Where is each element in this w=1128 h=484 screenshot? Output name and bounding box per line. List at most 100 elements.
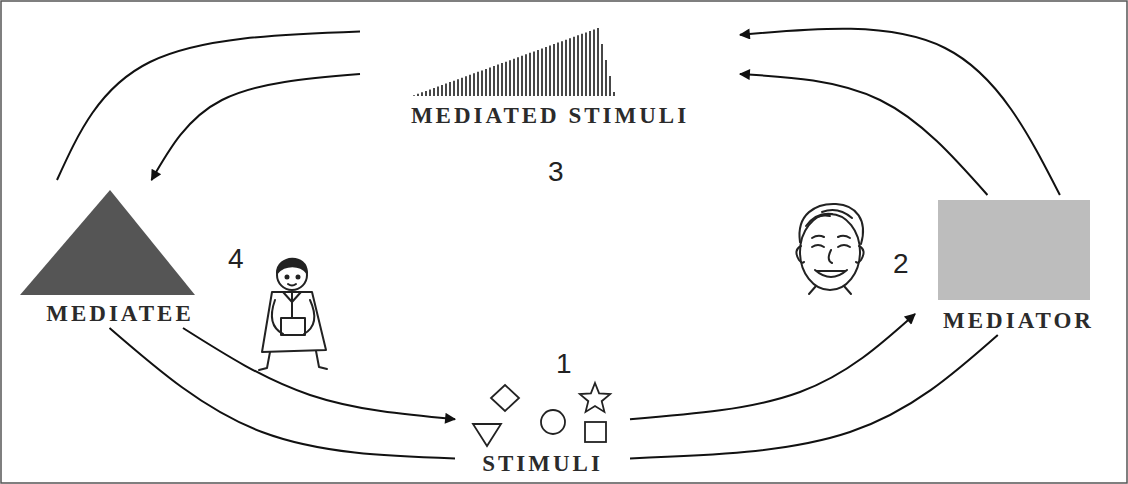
hatch-line <box>441 85 443 96</box>
hatch-line <box>545 47 547 96</box>
callout-number: 4 <box>228 245 244 273</box>
grey-square <box>938 200 1090 300</box>
mediator-face <box>796 204 863 294</box>
hatch-line <box>425 91 427 96</box>
cycle-arrow <box>152 74 361 180</box>
hatch-line <box>557 43 559 96</box>
dark-triangle <box>20 190 195 295</box>
hatch-line <box>577 35 579 96</box>
hatch-line <box>433 88 435 96</box>
hatch-line <box>461 78 463 96</box>
square-shape <box>585 422 606 442</box>
stimuli-node: STIMULI <box>455 380 630 478</box>
hatch-line <box>497 65 499 96</box>
hatch-line <box>601 44 603 96</box>
collar <box>809 286 851 294</box>
cycle-arrow <box>183 328 455 419</box>
node-label: MEDIATEE <box>46 301 194 326</box>
child-mouth <box>288 284 296 286</box>
hatch-line <box>481 70 483 96</box>
hatch-line <box>585 32 587 96</box>
left-ear <box>796 246 804 263</box>
hatch-line <box>437 86 439 96</box>
hair-strands <box>806 210 852 226</box>
hatch-line <box>541 48 543 96</box>
hatch-line <box>561 41 563 96</box>
hatch-line <box>537 50 539 96</box>
child-jacket <box>262 292 326 352</box>
hatch-line <box>509 60 511 96</box>
circle-shape <box>541 410 565 434</box>
hatch-line <box>565 40 567 96</box>
child-hair <box>277 259 307 273</box>
shape-group <box>414 28 614 96</box>
hatch-line <box>589 31 591 96</box>
diamond-shape <box>491 385 519 411</box>
node-label: MEDIATOR <box>943 308 1094 333</box>
cycle-arrow <box>110 328 456 458</box>
hatch-line <box>485 69 487 96</box>
hatch-line <box>457 79 459 96</box>
hatch-line <box>429 89 431 96</box>
hatch-line <box>609 76 611 96</box>
hatch-line <box>613 92 615 96</box>
cycle-arrow <box>57 31 360 180</box>
nose <box>829 250 832 263</box>
hatch-line <box>581 34 583 96</box>
hatch-line <box>525 54 527 96</box>
hatch-line <box>453 81 455 96</box>
hatch-line <box>501 63 503 96</box>
hatch-line <box>597 28 599 96</box>
shape-group <box>938 200 1090 300</box>
hatch-line <box>505 62 507 96</box>
hatch-line <box>593 29 595 96</box>
held-book <box>281 318 305 335</box>
callout-number: 2 <box>893 250 909 278</box>
hair-line <box>799 204 863 244</box>
shape-group <box>20 190 195 295</box>
node-label: STIMULI <box>482 451 603 476</box>
smile <box>815 270 847 277</box>
cycle-arrow <box>740 74 987 195</box>
triangle-shape <box>473 424 501 446</box>
star-shape <box>580 383 610 412</box>
hatch-line <box>477 72 479 96</box>
hatch-line <box>533 51 535 96</box>
mediatee-node: MEDIATEE <box>15 180 225 328</box>
smiling-eyes <box>812 245 850 247</box>
mediatee-child <box>259 259 327 370</box>
hatch-line <box>521 56 523 96</box>
child-legs <box>259 351 327 370</box>
hatch-line <box>465 76 467 96</box>
hatch-line <box>605 60 607 96</box>
hatch-line <box>529 53 531 96</box>
hatch-line <box>517 57 519 96</box>
hatch-line <box>489 67 491 96</box>
cycle-arrow <box>740 29 1060 195</box>
hatch-line <box>573 37 575 96</box>
right-ear <box>856 246 864 263</box>
child-eye <box>297 276 300 279</box>
child-eye <box>286 276 289 279</box>
hatch-line <box>469 75 471 96</box>
face-outline <box>800 214 860 290</box>
hatch-line <box>513 59 515 96</box>
node-label: MEDIATED STIMULI <box>411 103 689 128</box>
cycle-arrow <box>630 314 915 419</box>
hatch-line <box>413 94 415 97</box>
callout-number: 3 <box>548 158 564 186</box>
hatch-line <box>421 92 423 96</box>
hatch-line <box>493 66 495 96</box>
hatch-line <box>553 44 555 96</box>
hatch-line <box>417 94 419 96</box>
hatch-line <box>449 82 451 96</box>
hatch-line <box>549 46 551 96</box>
cycle-arrow <box>630 335 998 458</box>
hatch-line <box>473 73 475 96</box>
jacket-collar <box>283 292 301 318</box>
eyebrows <box>812 236 850 238</box>
mediator-node: MEDIATOR <box>915 195 1122 335</box>
hatch-line <box>569 38 571 96</box>
